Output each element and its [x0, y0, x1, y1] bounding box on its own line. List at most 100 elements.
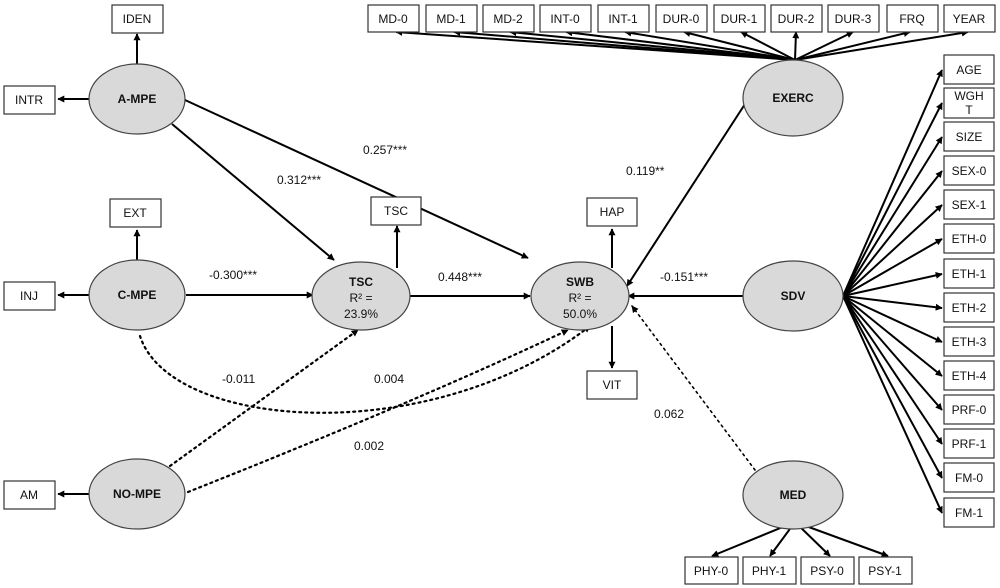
node-tsc[interactable]: TSC R² = 23.9%: [311, 261, 411, 331]
edge-sdv-age: [842, 69, 943, 297]
edge-sdv-eth3: [842, 295, 943, 343]
box-phy-1[interactable]: PHY-1: [742, 556, 797, 585]
node-swb-r2-value: 50.0%: [563, 307, 597, 321]
box-eth-2[interactable]: ETH-2: [943, 292, 995, 323]
edge-sdv-sex0: [842, 170, 943, 297]
box-size[interactable]: SIZE: [943, 121, 995, 152]
box-tsc-indicator-label: TSC: [384, 204, 408, 218]
box-eth-3[interactable]: ETH-3: [943, 326, 995, 357]
box-phy-0[interactable]: PHY-0: [684, 556, 739, 585]
box-psy-1-label: PSY-1: [868, 564, 902, 578]
box-age-label: AGE: [956, 63, 981, 77]
box-phy-0-label: PHY-0: [694, 564, 729, 578]
box-sex-1[interactable]: SEX-1: [943, 189, 995, 220]
node-tsc-r2-value: 23.9%: [344, 307, 378, 321]
edge-exerc-dur1: [740, 31, 796, 61]
sdv-indicators: AGE WGH T SIZE SEX-0 SEX-1 ETH-0 ETH-1: [943, 54, 995, 528]
box-md-1-label: MD-1: [436, 12, 466, 26]
box-dur-3-label: DUR-3: [835, 12, 872, 26]
box-ext[interactable]: EXT: [109, 198, 162, 228]
box-dur-1[interactable]: DUR-1: [713, 4, 766, 33]
box-inj-label: INJ: [20, 289, 38, 303]
edge-sdv-fm1: [842, 295, 943, 514]
box-am[interactable]: AM: [3, 480, 56, 510]
box-eth-3-label: ETH-3: [952, 335, 987, 349]
box-tsc-indicator[interactable]: TSC: [370, 196, 422, 226]
box-year[interactable]: YEAR: [943, 4, 996, 33]
box-dur-2[interactable]: DUR-2: [770, 4, 823, 33]
box-eth-0[interactable]: ETH-0: [943, 223, 995, 254]
box-iden-label: IDEN: [123, 12, 152, 26]
node-swb[interactable]: SWB R² = 50.0%: [530, 261, 630, 331]
box-sex-0[interactable]: SEX-0: [943, 155, 995, 186]
box-int-1-label: INT-1: [608, 12, 638, 26]
box-vit[interactable]: VIT: [586, 370, 638, 400]
box-int-0[interactable]: INT-0: [539, 4, 592, 33]
edge-exerc-swb: [626, 103, 746, 287]
box-inj[interactable]: INJ: [3, 281, 56, 311]
box-prf-0[interactable]: PRF-0: [943, 394, 995, 425]
box-fm-0-label: FM-0: [955, 471, 983, 485]
node-tsc-r2-label: R² =: [349, 291, 372, 305]
edge-sdv-eth4: [842, 295, 943, 377]
edge-no-mpe-tsc: [168, 328, 360, 468]
coefficients: 0.257*** 0.312*** -0.300*** 0.448*** 0.1…: [209, 143, 708, 453]
node-swb-r2-label: R² =: [568, 291, 591, 305]
box-eth-1-label: ETH-1: [952, 267, 987, 281]
latent-nodes: A-MPE C-MPE NO-MPE TSC R² = 23.9% SWB R²…: [88, 59, 844, 530]
coef-no-mpe-tsc: -0.011: [222, 372, 255, 386]
box-intr[interactable]: INTR: [3, 85, 56, 115]
box-age[interactable]: AGE: [943, 54, 995, 85]
edge-sdv-size: [842, 136, 943, 297]
edge-sdv-sex1: [842, 204, 943, 297]
edge-a-mpe-tsc: [171, 123, 335, 261]
coef-med-swb: 0.062: [654, 407, 684, 421]
node-swb-label: SWB: [566, 275, 594, 289]
box-int-1[interactable]: INT-1: [597, 4, 650, 33]
node-exerc[interactable]: EXERC: [742, 59, 844, 137]
exerc-indicators: MD-0 MD-1 MD-2 INT-0 INT-1 DUR-0 DUR-1: [367, 4, 996, 33]
node-sdv[interactable]: SDV: [742, 260, 844, 332]
node-exerc-label: EXERC: [772, 91, 814, 105]
edge-med-psy1: [794, 521, 889, 558]
node-no-mpe[interactable]: NO-MPE: [88, 458, 186, 530]
edge-sdv-prf1: [842, 295, 943, 445]
box-prf-1-label: PRF-1: [952, 437, 987, 451]
node-no-mpe-label: NO-MPE: [113, 487, 161, 501]
node-a-mpe[interactable]: A-MPE: [88, 63, 186, 135]
box-prf-1[interactable]: PRF-1: [943, 428, 995, 459]
box-frq[interactable]: FRQ: [886, 4, 939, 33]
box-psy-0[interactable]: PSY-0: [800, 556, 855, 585]
coef-a-mpe-tsc: 0.312***: [277, 173, 321, 187]
box-vit-label: VIT: [603, 378, 622, 392]
box-eth-4[interactable]: ETH-4: [943, 360, 995, 391]
node-c-mpe[interactable]: C-MPE: [88, 259, 186, 331]
box-fm-0[interactable]: FM-0: [943, 462, 995, 493]
box-dur-3[interactable]: DUR-3: [827, 4, 880, 33]
box-psy-1[interactable]: PSY-1: [858, 556, 913, 585]
box-eth-1[interactable]: ETH-1: [943, 258, 995, 289]
box-md-0[interactable]: MD-0: [367, 4, 420, 33]
node-c-mpe-label: C-MPE: [118, 288, 157, 302]
edge-exerc-int1: [624, 29, 796, 61]
box-prf-0-label: PRF-0: [952, 403, 987, 417]
edge-a-mpe-swb: [184, 99, 529, 259]
box-md-2[interactable]: MD-2: [482, 4, 535, 33]
box-wght[interactable]: WGH T: [943, 87, 995, 119]
box-iden[interactable]: IDEN: [111, 4, 164, 34]
box-fm-1[interactable]: FM-1: [943, 497, 995, 528]
box-int-0-label: INT-0: [550, 12, 580, 26]
box-phy-1-label: PHY-1: [752, 564, 787, 578]
node-med[interactable]: MED: [742, 460, 844, 530]
box-hap[interactable]: HAP: [586, 197, 638, 227]
exerc-fan: [395, 28, 969, 61]
box-ext-label: EXT: [123, 206, 147, 220]
box-fm-1-label: FM-1: [955, 506, 983, 520]
coef-no-mpe-swb: 0.004: [374, 372, 404, 386]
box-size-label: SIZE: [956, 130, 983, 144]
coef-c-mpe-tsc: -0.300***: [209, 268, 257, 282]
box-dur-0[interactable]: DUR-0: [655, 4, 708, 33]
box-dur-2-label: DUR-2: [778, 12, 815, 26]
edge-exerc-frq: [794, 30, 911, 61]
box-md-1[interactable]: MD-1: [425, 4, 478, 33]
